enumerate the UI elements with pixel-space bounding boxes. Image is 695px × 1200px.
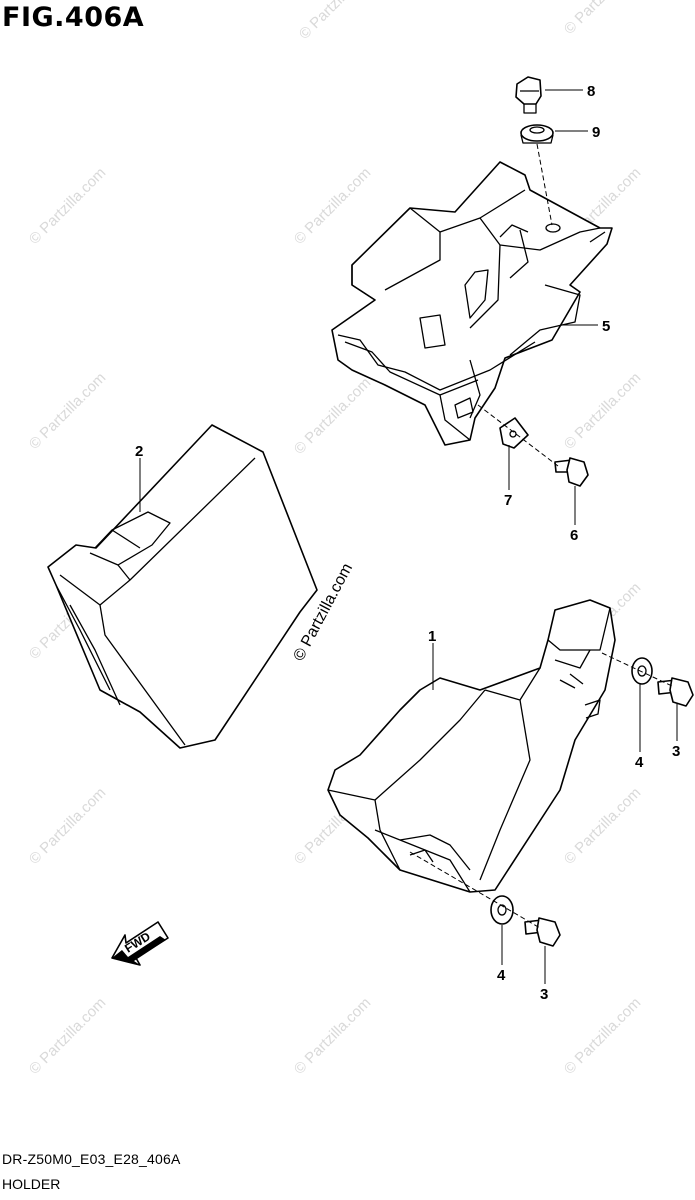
callout-6: 6 <box>570 527 578 544</box>
figure-name: HOLDER <box>2 1176 61 1192</box>
part-4-washer-upper <box>631 657 653 685</box>
fwd-arrow: FWD <box>111 921 169 966</box>
watermark: © Partzilla.com <box>26 164 109 247</box>
watermark: © Partzilla.com <box>561 0 644 38</box>
part-7-clip <box>499 417 529 449</box>
figure-code: DR-Z50M0_E03_E28_406A <box>2 1151 181 1167</box>
figure-title: FIG.406A <box>2 2 145 33</box>
watermark: © Partzilla.com <box>26 784 109 867</box>
watermark: © Partzilla.com <box>561 784 644 867</box>
callout-2: 2 <box>135 443 143 460</box>
part-9-grommet <box>520 124 554 144</box>
callout-5: 5 <box>602 318 610 335</box>
watermark: © Partzilla.com <box>561 369 644 452</box>
callout-3-upper: 3 <box>672 743 680 760</box>
callout-4-upper: 4 <box>635 754 644 771</box>
watermark: © Partzilla.com <box>291 994 374 1077</box>
part-2-side-cover <box>47 424 318 749</box>
watermark: © Partzilla.com <box>296 0 379 43</box>
callout-3-lower: 3 <box>540 986 548 1003</box>
watermark: © Partzilla.com <box>26 369 109 452</box>
watermark: © Partzilla.com <box>291 164 374 247</box>
watermark: © Partzilla.com <box>561 994 644 1077</box>
part-3-bolt-lower <box>524 917 561 947</box>
part-5-holder-tray <box>331 161 613 446</box>
part-6-screw <box>554 457 589 487</box>
callout-1: 1 <box>428 628 436 645</box>
watermark: © Partzilla.com <box>26 994 109 1077</box>
callout-4-lower: 4 <box>497 967 506 984</box>
callout-9: 9 <box>592 124 600 141</box>
callout-numbers: 8 9 5 7 6 2 1 4 3 4 3 <box>135 83 680 1003</box>
callout-7: 7 <box>504 492 512 509</box>
callout-8: 8 <box>587 83 595 100</box>
part-1-holder-cover <box>327 599 616 893</box>
watermark: © Partzilla.com <box>291 374 374 457</box>
part-8-bolt <box>515 76 542 114</box>
part-3-bolt-upper <box>657 677 694 707</box>
leader-lines <box>139 89 678 984</box>
